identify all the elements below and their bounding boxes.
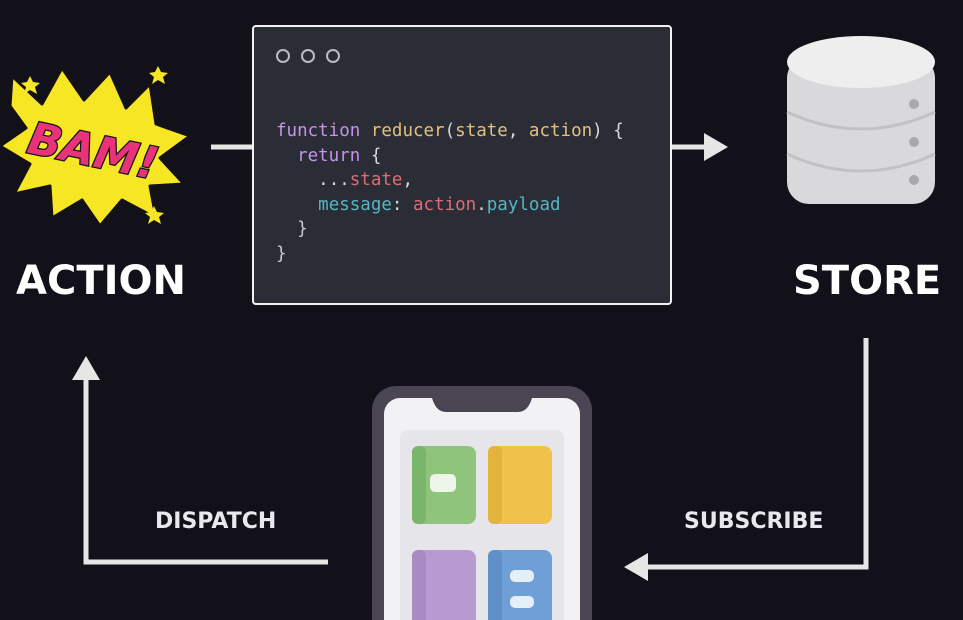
sparkle-star-icon (149, 66, 168, 84)
subscribe-label: SUBSCRIBE (684, 509, 824, 534)
code-token: , (402, 170, 413, 190)
arrow-store-to-app (624, 338, 869, 581)
window-dot (301, 49, 315, 63)
smartphone-app-icon (372, 386, 592, 620)
window-dot (326, 49, 340, 63)
code-token: ... (318, 170, 350, 190)
code-token: { (360, 145, 382, 166)
code-token: } (276, 243, 287, 264)
arrow-app-to-action (72, 356, 328, 565)
code-line-4: message: action.payload (276, 193, 624, 218)
code-line-5: } (276, 217, 624, 242)
code-token: action (413, 194, 477, 215)
code-token: , (507, 121, 529, 141)
code-token: state (349, 170, 403, 190)
code-token: . (476, 194, 487, 215)
code-line-1: function reducer(state, action) { (276, 119, 624, 144)
app-tile-yellow (488, 446, 552, 524)
code-token: reducer (370, 121, 445, 141)
code-token: state (455, 121, 508, 141)
database-cylinder-icon (786, 36, 936, 204)
code-window: function reducer(state, action) { return… (252, 25, 672, 305)
arrow-reducer-to-store (672, 133, 728, 161)
action-label: ACTION (16, 258, 186, 304)
code-token: ) { (592, 121, 624, 141)
store-label: STORE (793, 258, 942, 304)
reducer-code: function reducer(state, action) { return… (276, 119, 624, 266)
code-line-2: return { (276, 144, 624, 169)
app-tile-purple (412, 550, 476, 620)
code-token: message (318, 194, 392, 215)
comic-bam-burst-icon: BAM! (0, 66, 192, 226)
window-dot (276, 49, 290, 63)
code-token: action (528, 121, 593, 141)
code-token: ( (444, 121, 456, 141)
sparkle-star-icon (21, 76, 40, 94)
code-line-3: ...state, (276, 168, 624, 193)
code-line-6: } (276, 242, 624, 267)
code-token: function (276, 121, 361, 141)
dispatch-label: DISPATCH (155, 509, 277, 534)
code-token: } (297, 219, 308, 239)
code-token: payload (486, 194, 561, 215)
app-tile-blue (488, 550, 552, 620)
code-token: return (297, 145, 361, 166)
sparkle-star-icon (145, 206, 164, 224)
code-token: : (391, 194, 413, 215)
